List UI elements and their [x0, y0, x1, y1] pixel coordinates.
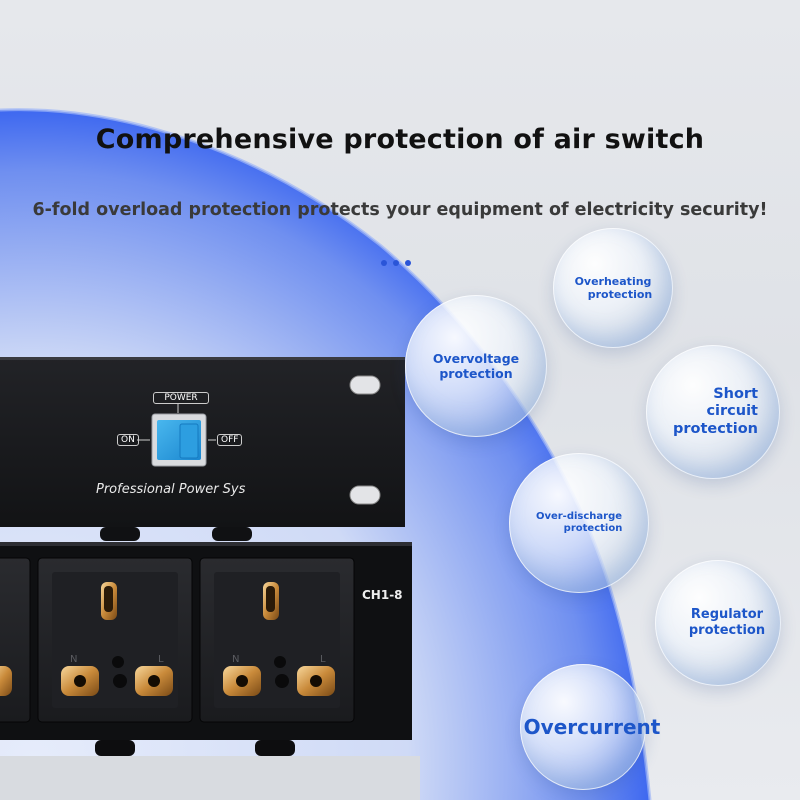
socket-strip: N L N L: [0, 542, 420, 800]
on-label: ON: [117, 434, 139, 446]
subheadline: 6-fold overload protection protects your…: [32, 200, 768, 220]
off-label: OFF: [217, 434, 243, 446]
pagination-dots: [381, 251, 421, 266]
svg-text:N: N: [232, 654, 239, 665]
headline: Comprehensive protection of air switch: [95, 124, 705, 155]
dot: [405, 260, 411, 266]
dot: [393, 260, 399, 266]
svg-text:L: L: [158, 654, 164, 665]
brand-label: Professional Power Sys: [96, 482, 246, 497]
svg-text:N: N: [70, 654, 77, 665]
dot: [381, 260, 387, 266]
power-label: POWER: [153, 392, 209, 404]
svg-text:L: L: [320, 654, 326, 665]
power-panel: [0, 357, 405, 541]
channel-label: CH1-8: [362, 588, 403, 602]
bubble-overcurrent: Overcurrent: [520, 664, 660, 790]
